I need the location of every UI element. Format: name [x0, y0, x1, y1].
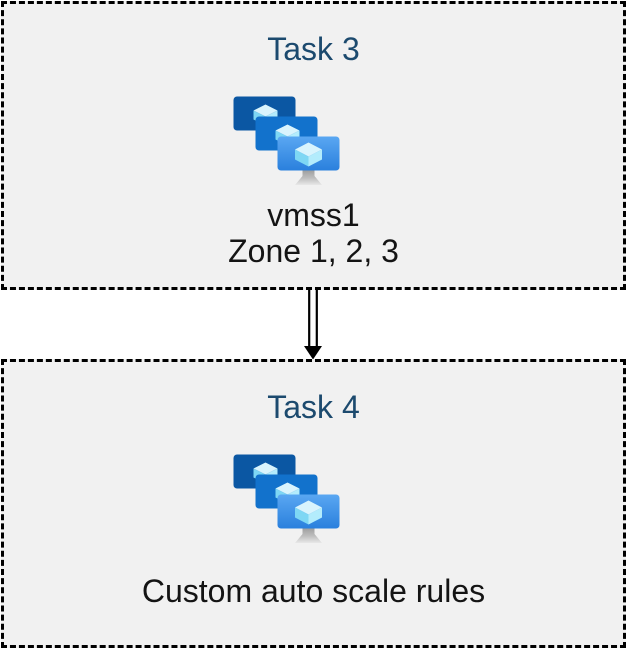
- autoscale-rules-label: Custom auto scale rules: [141, 573, 486, 609]
- task4-box: Task 4: [1, 359, 626, 648]
- down-arrow-connector: [304, 289, 322, 360]
- vmss-name-label: vmss1: [267, 197, 360, 233]
- task3-box: Task 3: [1, 1, 626, 290]
- task4-labels: Custom auto scale rules: [142, 554, 485, 628]
- vm-scale-sets-icon: [233, 96, 343, 188]
- vm-scale-sets-icon: [233, 454, 343, 546]
- zone-label: Zone 1, 2, 3: [228, 233, 399, 269]
- task4-title: Task 4: [267, 389, 360, 425]
- task3-title: Task 3: [267, 31, 360, 67]
- task3-labels: vmss1 Zone 1, 2, 3: [228, 196, 399, 270]
